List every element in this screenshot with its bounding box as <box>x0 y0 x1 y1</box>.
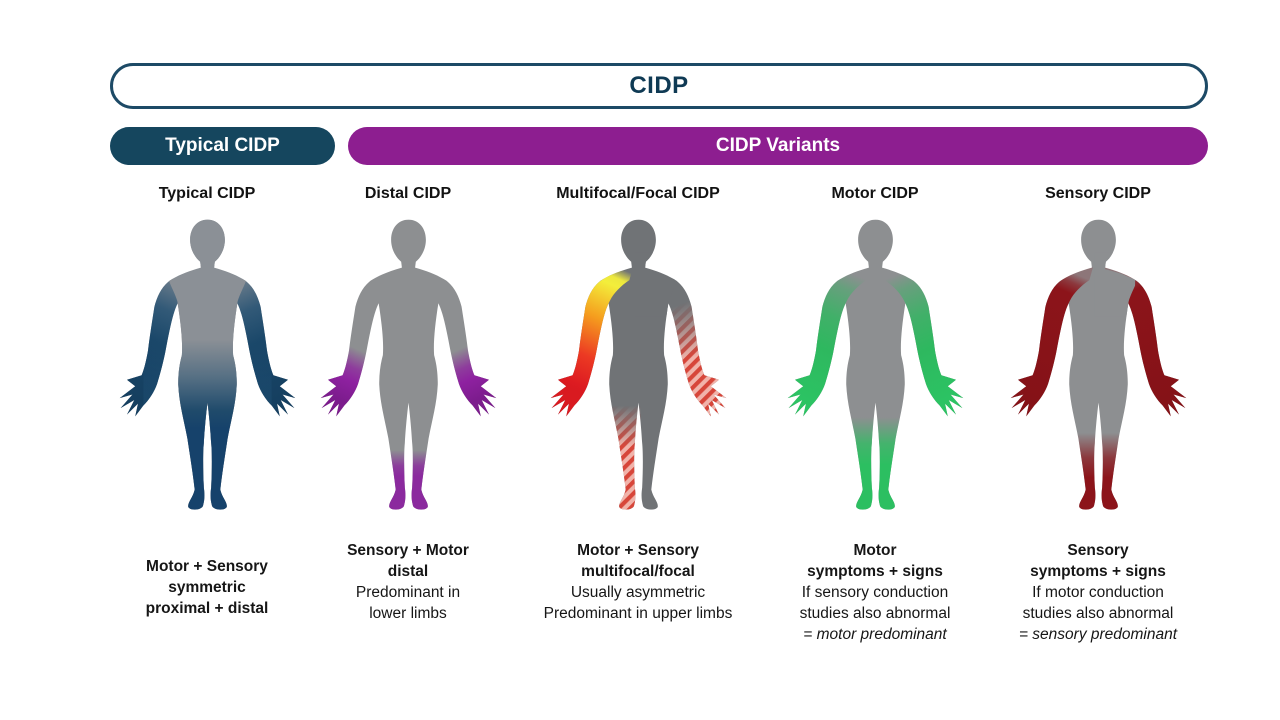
caption-line: Usually asymmetric <box>570 584 706 601</box>
caption-line: Sensory + Motor <box>347 542 469 559</box>
caption-line: = sensory predominant <box>1018 626 1178 643</box>
caption-motor: Motor symptoms + signs If sensory conduc… <box>800 540 951 645</box>
column-sensory-cidp: Sensory CIDP <box>983 185 1213 645</box>
body-silhouette-multifocal <box>550 219 726 510</box>
cidp-variants-banner-label: CIDP Variants <box>715 135 841 156</box>
column-motor-cidp: Motor CIDP <box>760 185 990 645</box>
caption-line: lower limbs <box>369 605 447 622</box>
caption-line: Predominant in <box>355 584 461 601</box>
column-title: Sensory CIDP <box>1045 185 1151 202</box>
caption-line: Sensory <box>1067 542 1129 559</box>
caption-line: symptoms + signs <box>807 563 943 580</box>
body-silhouette-sensory <box>1010 219 1186 510</box>
typical-cidp-banner-label: Typical CIDP <box>165 135 280 156</box>
column-title: Typical CIDP <box>158 185 256 202</box>
caption-line: Motor + Sensory <box>146 558 268 575</box>
body-silhouette-typical <box>119 219 295 510</box>
column-typical-cidp: Typical CIDP <box>92 185 322 619</box>
caption-line: proximal + distal <box>145 600 269 617</box>
caption-line: = motor predominant <box>803 626 947 643</box>
typical-cidp-banner: Typical CIDP <box>110 127 335 165</box>
caption-sensory: Sensory symptoms + signs If motor conduc… <box>1019 540 1177 645</box>
caption-distal: Sensory + Motor distal Predominant in lo… <box>347 540 469 624</box>
caption-typical: Motor + Sensory symmetric proximal + dis… <box>146 556 269 619</box>
caption-multifocal: Motor + Sensory multifocal/focal Usually… <box>544 540 733 624</box>
column-title: Motor CIDP <box>831 185 919 202</box>
cidp-header-box: CIDP <box>110 63 1208 109</box>
caption-line: If motor conduction <box>1032 584 1164 601</box>
caption-line: symmetric <box>168 579 246 596</box>
caption-line: symptoms + signs <box>1030 563 1166 580</box>
caption-line: distal <box>387 563 429 580</box>
caption-line: studies also abnormal <box>799 605 951 622</box>
page-title: CIDP <box>629 72 689 99</box>
column-multifocal-cidp: Multifocal/Focal CIDP <box>523 185 753 624</box>
body-silhouette-motor <box>787 219 963 510</box>
column-title: Multifocal/Focal CIDP <box>556 185 720 202</box>
caption-line: multifocal/focal <box>581 563 695 580</box>
caption-line: Motor <box>853 542 897 559</box>
caption-line: If sensory conduction <box>801 584 949 601</box>
column-title: Distal CIDP <box>364 185 452 202</box>
caption-line: Predominant in upper limbs <box>543 605 733 622</box>
body-silhouette-distal <box>320 219 496 510</box>
caption-line: studies also abnormal <box>1022 605 1174 622</box>
column-distal-cidp: Distal CIDP <box>293 185 523 624</box>
caption-line: Motor + Sensory <box>577 542 699 559</box>
cidp-variants-banner: CIDP Variants <box>348 127 1208 165</box>
